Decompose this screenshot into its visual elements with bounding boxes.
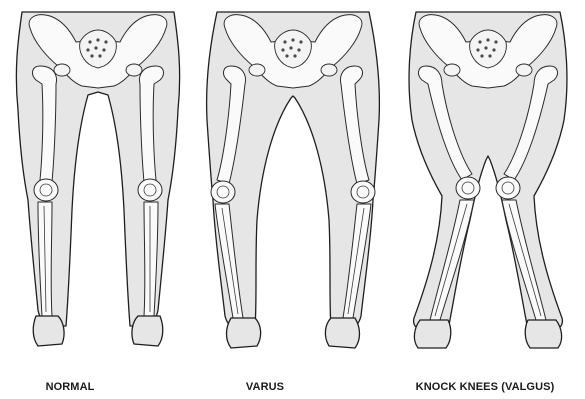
caption-normal: NORMAL <box>46 379 95 395</box>
normal-feet <box>33 316 163 346</box>
panel-normal-illustration <box>0 0 195 360</box>
valgus-feet <box>414 320 561 348</box>
normal-knees <box>34 179 162 201</box>
caption-varus: VARUS <box>246 379 284 395</box>
panel-valgus-illustration <box>390 0 585 360</box>
caption-knock-knees-valgus: KNOCK KNEES (VALGUS) <box>416 379 555 395</box>
valgus-knees <box>456 177 520 199</box>
varus-feet <box>227 318 360 348</box>
panel-varus-illustration <box>195 0 390 360</box>
